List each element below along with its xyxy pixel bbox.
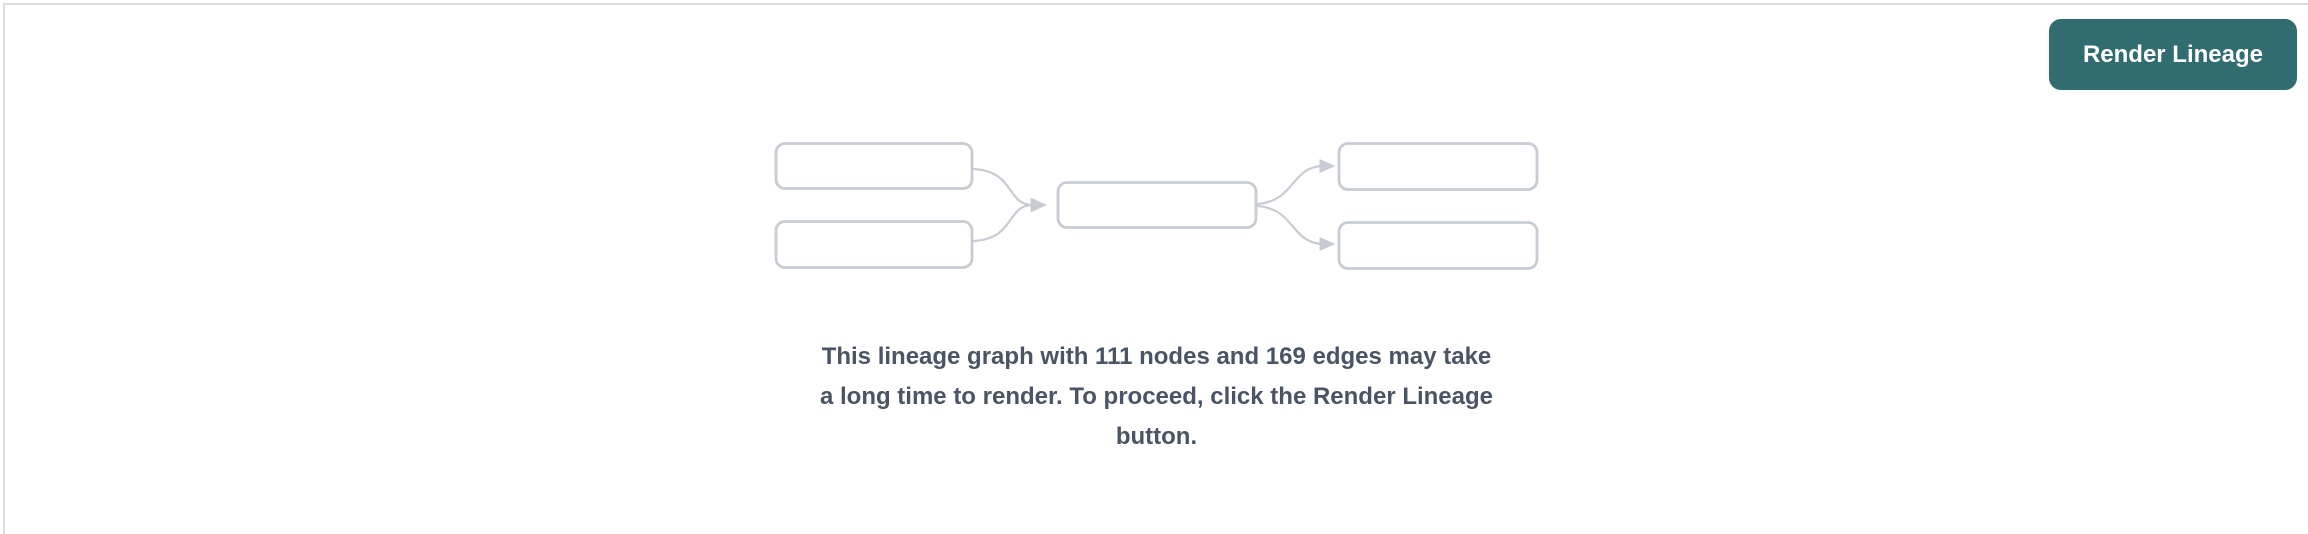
node-box-middle bbox=[1056, 181, 1257, 229]
node-box-right-bottom bbox=[1337, 221, 1538, 270]
edge-left-top-to-middle bbox=[971, 167, 1033, 207]
arrowhead-into-middle bbox=[1030, 197, 1047, 213]
edge-middle-to-right-top bbox=[1255, 164, 1322, 206]
placeholder-message: This lineage graph with 111 nodes and 16… bbox=[820, 337, 1493, 457]
node-box-left-top bbox=[774, 142, 973, 190]
placeholder-message-line: This lineage graph with 111 nodes and 16… bbox=[821, 343, 1492, 370]
graph-arrowheads bbox=[1030, 159, 1335, 251]
arrowhead-into-right-bottom bbox=[1319, 237, 1335, 251]
lineage-render-placeholder: This lineage graph with 111 nodes and 16… bbox=[774, 141, 1539, 457]
lineage-graph-illustration bbox=[774, 142, 1538, 270]
graph-edges bbox=[971, 164, 1322, 246]
arrowhead-into-right-top bbox=[1319, 159, 1335, 173]
edge-left-bottom-to-middle bbox=[971, 203, 1033, 243]
lineage-panel: Render Lineage This lin bbox=[3, 3, 2308, 534]
node-box-left-bottom bbox=[774, 220, 973, 269]
placeholder-message-line: a long time to render. To proceed, click… bbox=[819, 383, 1494, 410]
render-lineage-button[interactable]: Render Lineage bbox=[2048, 19, 2297, 90]
node-box-right-top bbox=[1337, 142, 1538, 191]
edge-middle-to-right-bottom bbox=[1255, 204, 1322, 246]
graph-node-boxes bbox=[774, 142, 1538, 270]
placeholder-message-line: button. bbox=[1115, 423, 1198, 450]
